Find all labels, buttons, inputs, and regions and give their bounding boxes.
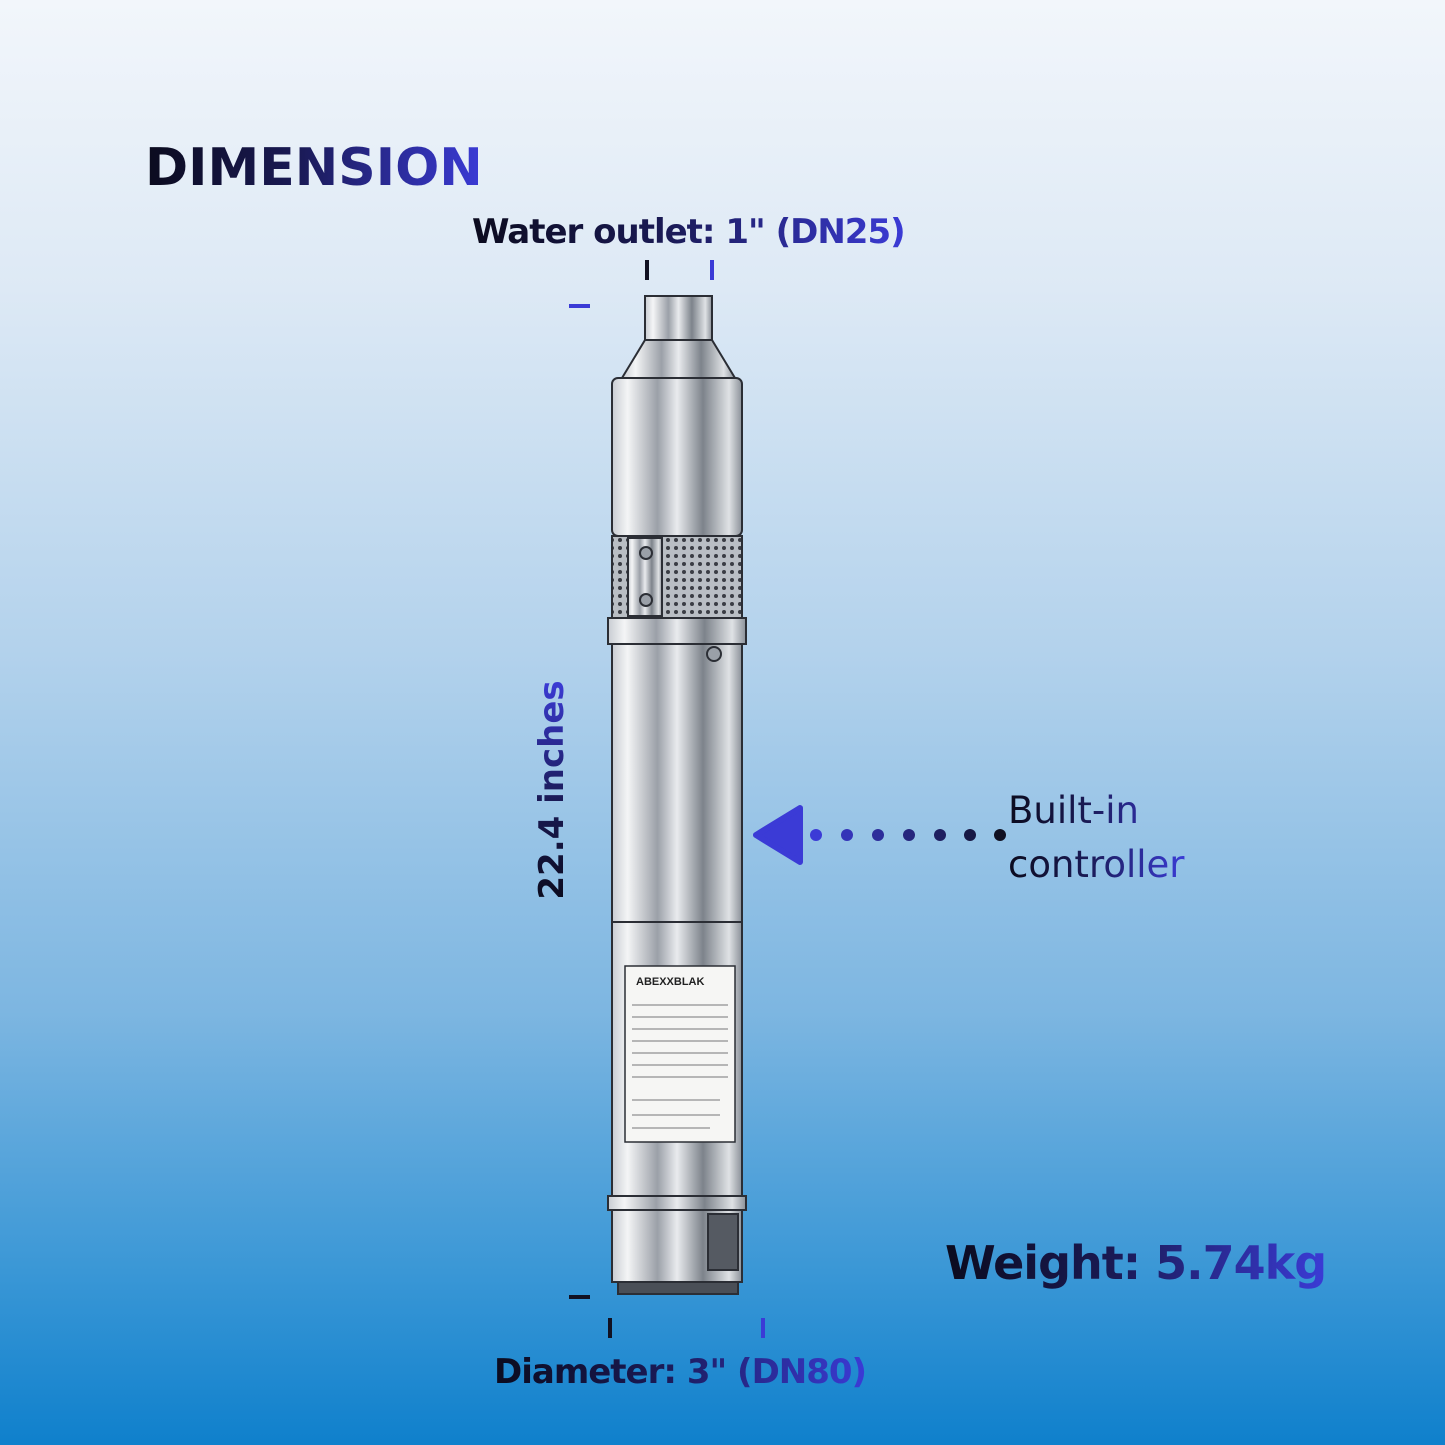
weight-label: Weight: 5.74kg <box>945 1236 1327 1290</box>
height-dimension-bar <box>569 304 590 1299</box>
diameter-label: Diameter: 3" (DN80) <box>494 1352 867 1392</box>
diameter-dimension-bracket <box>608 1318 765 1338</box>
page-title: DIMENSION <box>145 138 483 198</box>
pump-image <box>607 295 747 1295</box>
pump-label-lines <box>632 1004 728 1129</box>
controller-pointer-arrow <box>753 805 1006 865</box>
outlet-dimension-bracket <box>645 260 714 280</box>
water-outlet-label: Water outlet: 1" (DN25) <box>472 212 906 252</box>
pump-brand-logo: ABEXXBLAK <box>636 976 705 988</box>
